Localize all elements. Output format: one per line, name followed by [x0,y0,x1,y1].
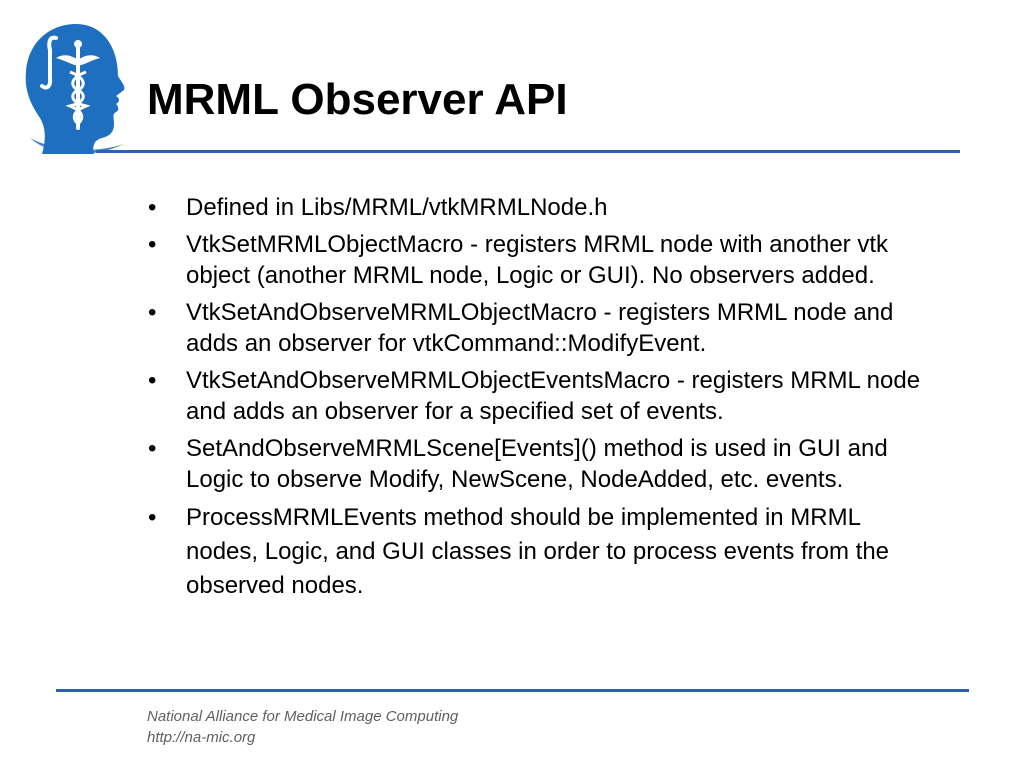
bullet-text: VtkSetMRMLObjectMacro - registers MRML n… [186,231,889,289]
bullet-text: Defined in Libs/MRML/vtkMRMLNode.h [186,194,608,221]
footer-divider [56,689,969,692]
bullet-dot-icon: • [148,194,157,221]
bullet-dot-icon: • [148,367,157,394]
footer-url: http://na-mic.org [147,729,256,746]
footer-organization: National Alliance for Medical Image Comp… [147,708,459,725]
bullet-text: ProcessMRMLEvents method should be imple… [186,504,890,599]
bullet-text: SetAndObserveMRMLScene[Events]() method … [186,435,888,493]
bullet-text: VtkSetAndObserveMRMLObjectEventsMacro - … [186,367,921,425]
slicer-logo-icon [25,24,125,155]
bullet-list: • Defined in Libs/MRML/vtkMRMLNode.h • V… [148,192,938,609]
bullet-dot-icon: • [148,231,157,258]
slide-title: MRML Observer API [147,75,568,124]
bullet-dot-icon: • [148,504,157,531]
bullet-item: • VtkSetMRMLObjectMacro - registers MRML… [148,229,938,291]
bullet-item: • SetAndObserveMRMLScene[Events]() metho… [148,433,938,495]
bullet-text: VtkSetAndObserveMRMLObjectMacro - regist… [186,299,894,357]
bullet-item: • ProcessMRMLEvents method should be imp… [148,501,938,603]
bullet-dot-icon: • [148,299,157,326]
bullet-item: • Defined in Libs/MRML/vtkMRMLNode.h [148,192,938,223]
bullet-item: • VtkSetAndObserveMRMLObjectMacro - regi… [148,297,938,359]
bullet-item: • VtkSetAndObserveMRMLObjectEventsMacro … [148,365,938,427]
bullet-dot-icon: • [148,435,157,462]
footer: National Alliance for Medical Image Comp… [147,706,458,748]
title-divider [96,150,960,153]
